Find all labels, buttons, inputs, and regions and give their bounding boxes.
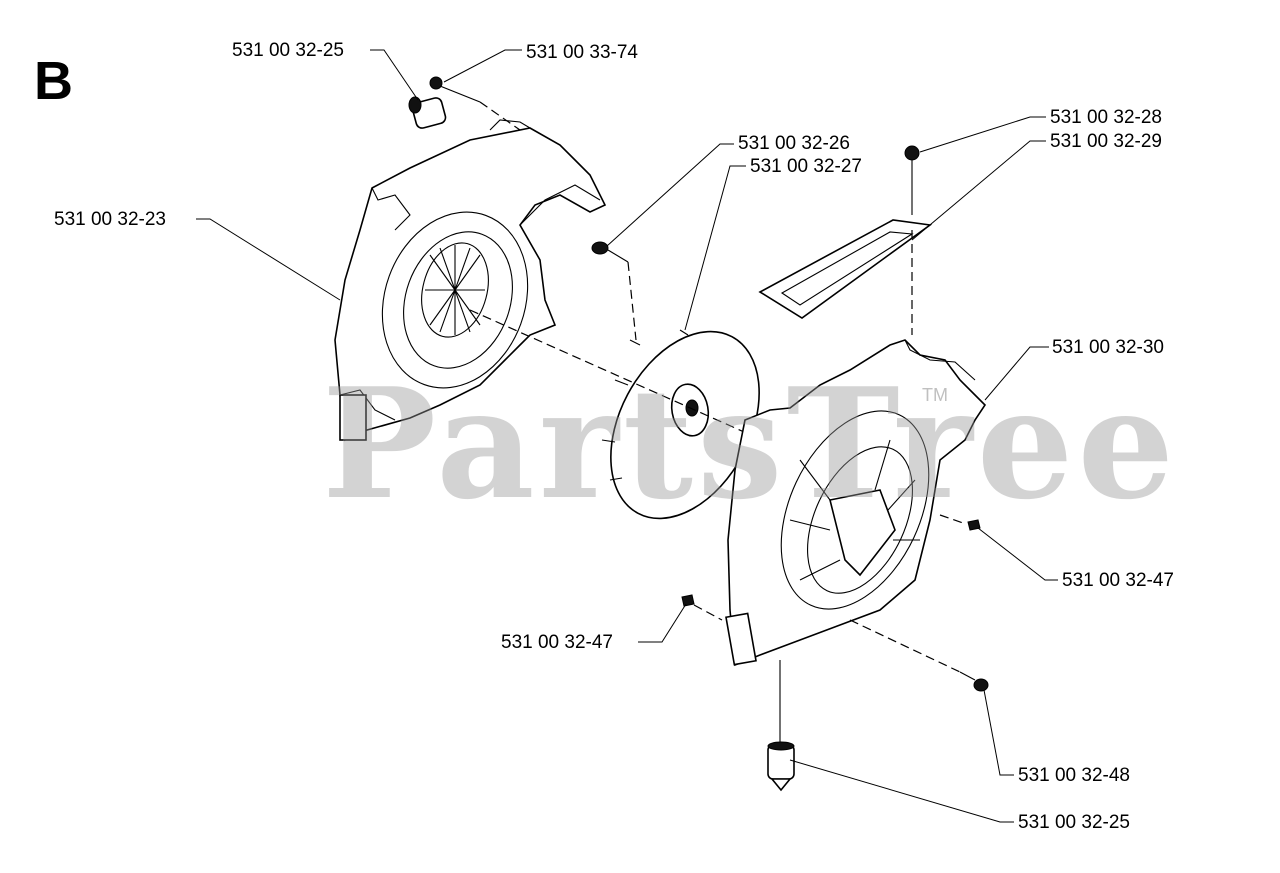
watermark-tm: TM [922,385,948,405]
part-label-fan-nut[interactable]: 531 00 32-26 [738,133,850,154]
damper-top[interactable] [408,96,447,130]
part-label-damper-top[interactable]: 531 00 32-25 [232,40,344,61]
fan-nut[interactable] [591,241,637,341]
plug-top[interactable] [904,145,920,335]
part-label-gasket[interactable]: 531 00 32-29 [1050,131,1162,152]
section-letter: B [34,51,73,111]
part-label-blower-housing-rear[interactable]: 531 00 32-30 [1052,337,1164,358]
part-label-damper-bottom[interactable]: 531 00 32-25 [1018,812,1130,833]
leader-lines [196,49,1058,823]
gasket[interactable] [758,219,933,319]
clip-right[interactable] [939,514,981,531]
blower-housing-rear[interactable] [725,339,987,667]
screw-top[interactable] [429,76,521,131]
part-label-clip-right[interactable]: 531 00 32-47 [1062,570,1174,591]
part-label-blower-housing-cover[interactable]: 531 00 32-23 [54,209,166,230]
clip-left[interactable] [681,594,723,621]
damper-bottom[interactable] [767,660,795,792]
part-label-plug-top[interactable]: 531 00 32-28 [1050,107,1162,128]
part-label-screw-top[interactable]: 531 00 33-74 [526,42,638,63]
blower-housing-cover[interactable] [334,119,607,442]
part-label-screw-bottom[interactable]: 531 00 32-48 [1018,765,1130,786]
screw-bottom[interactable] [849,619,989,692]
part-label-fan-wheel[interactable]: 531 00 32-27 [750,156,862,177]
fan-wheel[interactable] [581,306,790,544]
part-label-clip-left[interactable]: 531 00 32-47 [501,632,613,653]
